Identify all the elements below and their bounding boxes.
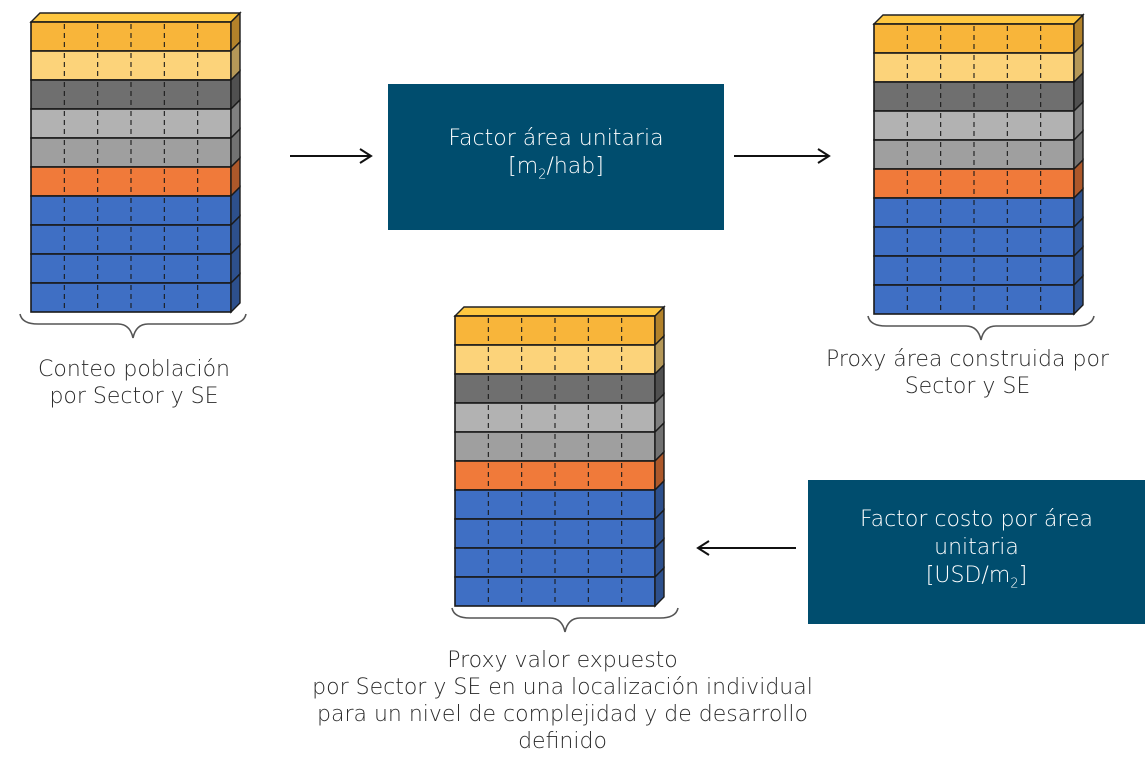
exposed-value-caption-line1: Proxy valor expuesto — [447, 648, 678, 673]
exposed-value-brace — [451, 607, 679, 633]
stack-layer — [454, 392, 665, 434]
stack-layer — [454, 450, 665, 492]
exposed-value-caption-line2: por Sector y SE en una localización indi… — [312, 675, 813, 700]
exposed-value-caption-line4: definido — [518, 729, 607, 754]
stack-layer — [454, 363, 665, 405]
factor-cost-title: Factor costo por área — [860, 506, 1093, 532]
built-area-brace — [867, 315, 1095, 341]
stack-layer — [30, 11, 241, 53]
stack-layer — [873, 13, 1084, 55]
factor-area-unit: [m2/hab] — [508, 153, 604, 183]
built-area-caption: Proxy área construida por Sector y SE — [795, 346, 1140, 400]
stack-layer — [873, 187, 1084, 229]
exposed-value-caption: Proxy valor expuesto por Sector y SE en … — [255, 647, 870, 755]
stack-layer — [873, 71, 1084, 113]
factor-cost-unit: [USD/m2] — [925, 562, 1028, 592]
stack-layer — [454, 421, 665, 463]
stack-layer — [454, 537, 665, 579]
population-brace — [19, 313, 247, 339]
stack-layer — [454, 305, 665, 347]
population-caption-line1: Conteo población — [38, 357, 230, 382]
built-area-caption-line2: Sector y SE — [904, 374, 1031, 399]
factor-area-box: Factor área unitaria [m2/hab] — [388, 84, 724, 230]
exposed-value-caption-line3: para un nivel de complejidad y de desarr… — [317, 702, 808, 727]
right-arrow-icon — [290, 148, 373, 164]
population-stack — [29, 11, 252, 314]
stack-layer — [30, 272, 241, 314]
stack-layer — [30, 185, 241, 227]
block-top-face — [872, 14, 1085, 25]
left-arrow-icon — [696, 540, 796, 556]
population-caption-line2: por Sector y SE — [49, 384, 219, 409]
exposed-value-stack — [453, 305, 676, 608]
stack-layer — [873, 274, 1084, 316]
built-area-stack — [872, 13, 1095, 316]
block-top-face — [29, 12, 242, 23]
stack-layer — [873, 158, 1084, 200]
stack-layer — [873, 100, 1084, 142]
stack-layer — [30, 98, 241, 140]
stack-layer — [30, 243, 241, 285]
stack-layer — [454, 334, 665, 376]
factor-cost-title-cont: unitaria — [934, 534, 1019, 560]
right-arrow-icon — [734, 148, 831, 164]
population-caption: Conteo población por Sector y SE — [0, 356, 268, 410]
factor-area-title: Factor área unitaria — [448, 125, 664, 151]
stack-layer — [30, 40, 241, 82]
stack-layer — [30, 69, 241, 111]
built-area-caption-line1: Proxy área construida por — [826, 347, 1109, 372]
factor-cost-box: Factor costo por área unitaria [USD/m2] — [808, 480, 1145, 624]
block-top-face — [453, 306, 666, 317]
stack-layer — [873, 216, 1084, 258]
stack-layer — [454, 508, 665, 550]
stack-layer — [873, 42, 1084, 84]
stack-layer — [30, 214, 241, 256]
stack-layer — [454, 566, 665, 608]
